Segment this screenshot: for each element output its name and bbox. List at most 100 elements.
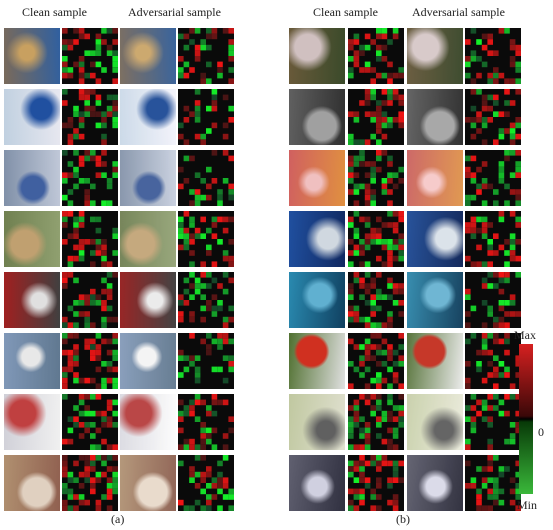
- heat-cell: [78, 499, 85, 506]
- heat-cell: [228, 56, 234, 62]
- heat-cell: [381, 72, 388, 79]
- heat-cell: [487, 94, 493, 101]
- heat-cell: [376, 117, 382, 123]
- heat-cell: [359, 344, 365, 350]
- heat-cell: [387, 255, 393, 262]
- heat-cell: [487, 305, 493, 312]
- heat-cell: [106, 366, 113, 373]
- heat-cell: [387, 366, 393, 373]
- heat-cell: [84, 466, 90, 472]
- heat-cell: [62, 455, 68, 461]
- heat-cell: [515, 200, 521, 206]
- heat-cell: [509, 56, 516, 62]
- panel-a-row-6-adversarial-saliency-map: [178, 333, 234, 389]
- heat-cell: [392, 499, 399, 506]
- heat-cell: [112, 56, 118, 62]
- heat-cell: [62, 460, 68, 467]
- heat-cell: [211, 477, 218, 483]
- heat-cell: [206, 438, 212, 445]
- heat-cell: [206, 244, 212, 251]
- heat-cell: [359, 494, 365, 500]
- panel-b-row-7-clean-image: [289, 394, 345, 450]
- heat-cell: [95, 39, 102, 45]
- heat-cell: [353, 211, 360, 217]
- heat-cell: [470, 477, 477, 483]
- heat-cell: [359, 455, 365, 461]
- heat-cell: [222, 377, 229, 384]
- heat-cell: [73, 166, 79, 173]
- heat-cell: [73, 150, 79, 156]
- heat-cell: [476, 227, 482, 234]
- heat-cell: [183, 438, 190, 445]
- heat-cell: [106, 488, 113, 495]
- heat-cell: [95, 33, 102, 40]
- heat-cell: [493, 50, 499, 56]
- heat-cell: [364, 288, 371, 295]
- heat-cell: [67, 305, 74, 312]
- heat-cell: [73, 244, 79, 251]
- heat-cell: [206, 305, 212, 312]
- heat-cell: [178, 166, 184, 173]
- heat-cell: [348, 239, 354, 245]
- heat-cell: [217, 67, 223, 73]
- heat-cell: [498, 466, 505, 472]
- heat-cell: [359, 499, 365, 506]
- heat-cell: [476, 505, 482, 511]
- heat-cell: [200, 261, 206, 267]
- heat-cell: [90, 183, 96, 190]
- panel-b-row-4-adversarial-saliency-map: [465, 211, 521, 267]
- heat-cell: [178, 56, 184, 62]
- heat-cell: [67, 471, 74, 478]
- heat-cell: [84, 200, 90, 206]
- heat-cell: [73, 227, 79, 234]
- heat-cell: [73, 300, 79, 306]
- panel-a-row-5-clean-saliency-map: [62, 272, 118, 328]
- heat-cell: [206, 272, 212, 278]
- heat-cell: [112, 483, 118, 489]
- heat-cell: [359, 477, 365, 483]
- heat-cell: [112, 399, 118, 406]
- heat-cell: [376, 399, 382, 406]
- heat-cell: [67, 67, 74, 73]
- heat-cell: [370, 344, 376, 350]
- heat-cell: [228, 305, 234, 312]
- heat-cell: [95, 333, 102, 339]
- heat-cell: [359, 488, 365, 495]
- heat-cell: [481, 227, 488, 234]
- panel-b-row-5-clean-image: [289, 272, 345, 328]
- heat-cell: [470, 222, 477, 228]
- heat-cell: [112, 67, 118, 73]
- heat-cell: [112, 172, 118, 178]
- heat-cell: [487, 466, 493, 472]
- heat-cell: [504, 272, 510, 278]
- heat-cell: [194, 444, 201, 450]
- heat-cell: [348, 288, 354, 295]
- heat-cell: [498, 488, 505, 495]
- heat-cell: [78, 433, 85, 439]
- heat-cell: [359, 183, 365, 190]
- heat-cell: [376, 72, 382, 79]
- heat-cell: [359, 361, 365, 367]
- heat-cell: [206, 471, 212, 478]
- heat-cell: [476, 494, 482, 500]
- heat-cell: [78, 455, 85, 461]
- heat-cell: [387, 410, 393, 417]
- heat-cell: [228, 494, 234, 500]
- heat-cell: [487, 444, 493, 450]
- heat-cell: [84, 94, 90, 101]
- heat-cell: [481, 405, 488, 411]
- heat-cell: [515, 89, 521, 95]
- heat-cell: [364, 399, 371, 406]
- heat-cell: [222, 455, 229, 461]
- heat-cell: [84, 460, 90, 467]
- heat-cell: [381, 122, 388, 129]
- heat-cell: [381, 89, 388, 95]
- heat-cell: [73, 311, 79, 317]
- heat-cell: [481, 349, 488, 356]
- heat-cell: [381, 111, 388, 117]
- heat-cell: [217, 72, 223, 79]
- heat-cell: [376, 377, 382, 384]
- heat-cell: [364, 483, 371, 489]
- heat-cell: [106, 283, 113, 289]
- heat-cell: [387, 460, 393, 467]
